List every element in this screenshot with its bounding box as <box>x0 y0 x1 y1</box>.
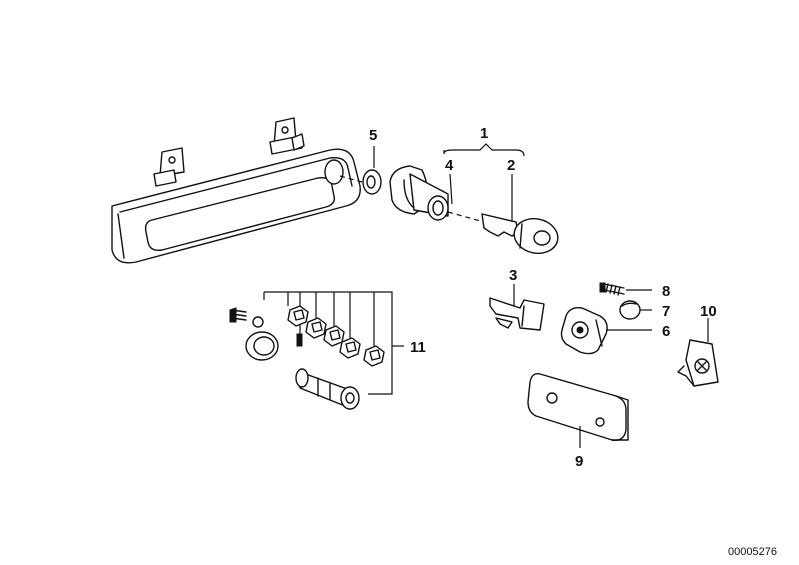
key-blank <box>489 297 545 331</box>
document-number: 00005276 <box>728 546 777 558</box>
lock-cylinder-housing <box>389 165 449 221</box>
callout-11: 11 <box>410 339 426 356</box>
callout-9: 9 <box>575 453 583 470</box>
cap <box>619 300 641 320</box>
callout-5: 5 <box>369 127 377 144</box>
assembly-line-handle <box>339 175 363 183</box>
door-handle <box>111 117 361 264</box>
gasket-ring <box>362 169 382 195</box>
clip <box>677 339 719 387</box>
lock-plate <box>560 306 608 355</box>
lock-set <box>229 291 404 410</box>
callout-1: 1 <box>480 125 488 142</box>
cover-plate <box>527 372 629 441</box>
assembly-line-cylinder <box>447 211 485 223</box>
callout-2: 2 <box>507 157 515 174</box>
key <box>481 213 559 254</box>
callout-6: 6 <box>662 323 670 340</box>
bracket-1 <box>443 143 525 157</box>
leader-4 <box>449 173 453 205</box>
screw <box>599 282 625 296</box>
callout-10: 10 <box>700 303 717 320</box>
callout-3: 3 <box>509 267 517 284</box>
callout-8: 8 <box>662 283 670 300</box>
callout-4: 4 <box>445 157 454 174</box>
callout-7: 7 <box>662 303 670 320</box>
